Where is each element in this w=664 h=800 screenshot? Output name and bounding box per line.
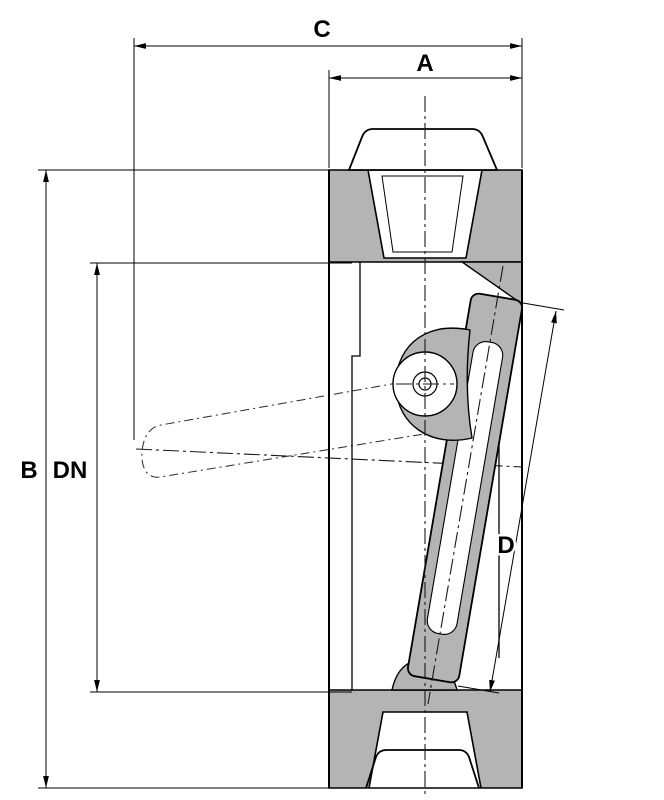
dim-b-label: B <box>20 457 37 484</box>
body-top-hub-cap <box>347 128 499 171</box>
dim-c-label: C <box>313 16 330 43</box>
dim-a-label: A <box>416 50 433 77</box>
valve-disc-closed <box>392 292 523 684</box>
dim-dn-label: DN <box>53 457 88 484</box>
body-left-bore-wall <box>351 262 361 690</box>
dim-d-line <box>489 310 557 693</box>
dimensions: C A B DN D <box>18 14 565 789</box>
dim-d-extension-top <box>522 302 565 311</box>
body-bottom-hub-cap-line <box>365 749 480 789</box>
disc-open-outline <box>141 379 425 478</box>
body-top-hub-inner-line <box>381 175 464 253</box>
dim-d-label: D <box>497 532 514 559</box>
